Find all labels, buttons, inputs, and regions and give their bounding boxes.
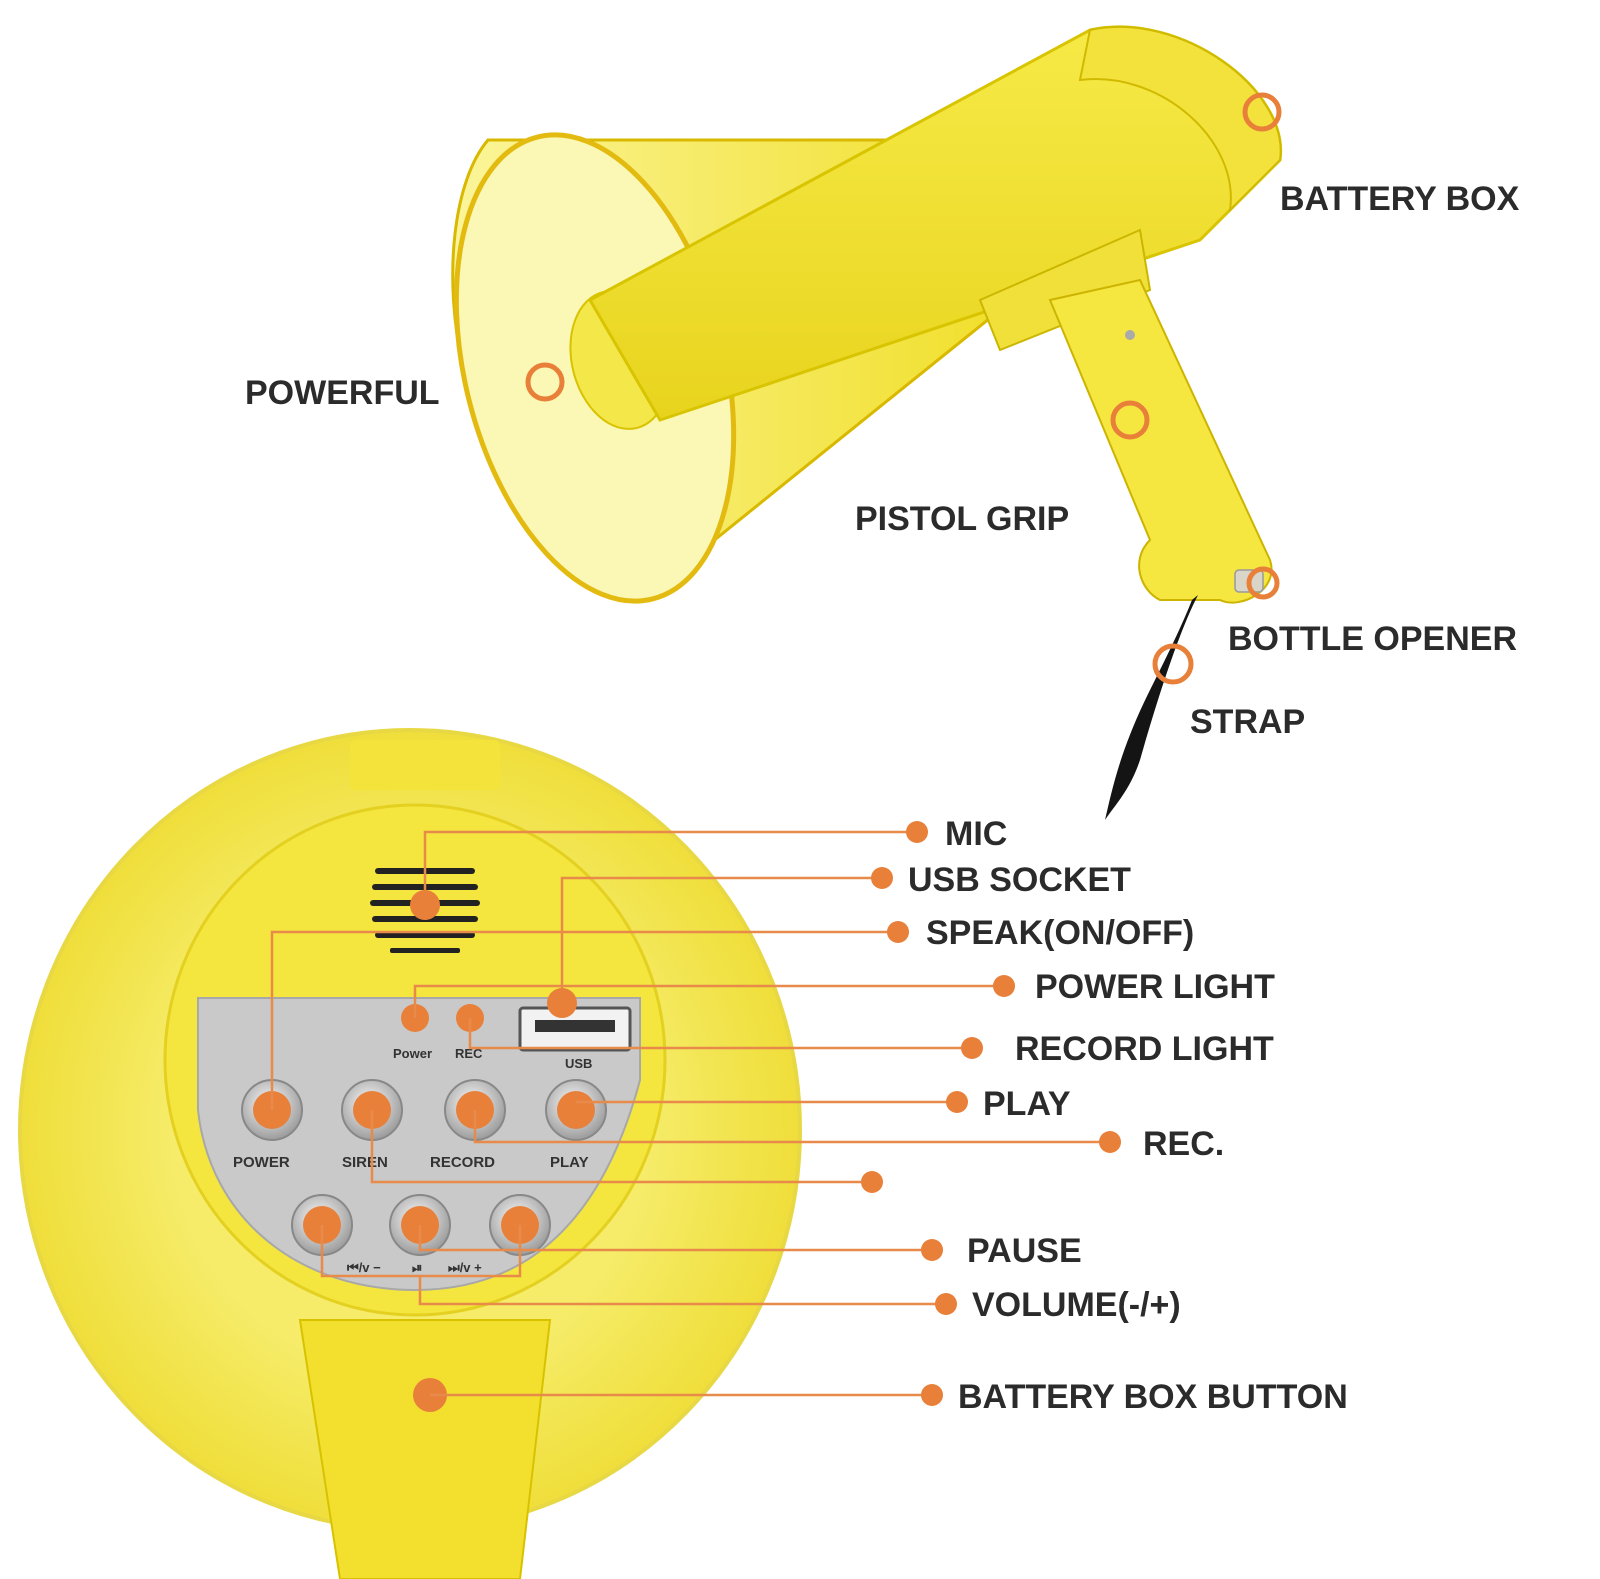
label-strap: STRAP <box>1190 703 1305 741</box>
label-battery-box: BATTERY BOX <box>1280 180 1520 218</box>
strap <box>1105 595 1198 820</box>
leader-lines <box>270 821 1121 1406</box>
record-button-label: RECORD <box>430 1154 495 1171</box>
bottom-handle <box>298 1319 552 1579</box>
powerful-marker <box>525 362 565 402</box>
play-button-label: PLAY <box>550 1154 589 1171</box>
pistol-grip <box>1048 278 1273 604</box>
next-volume-up-text: ⏭/v + <box>448 1260 482 1275</box>
bottle-opener-marker <box>1246 566 1280 600</box>
power-light-text: Power <box>393 1046 432 1061</box>
rec-light-text: REC <box>455 1046 483 1061</box>
prev-volume-down-text: ⏮/v − <box>347 1260 381 1275</box>
siren-button-label: SIREN <box>342 1154 388 1171</box>
callout-usb-socket: USB SOCKET <box>908 861 1131 899</box>
callout-play: PLAY <box>983 1085 1071 1123</box>
callout-speak: SPEAK(ON/OFF) <box>926 914 1194 952</box>
battery-end-cap <box>1078 25 1282 213</box>
usb-text: USB <box>565 1056 592 1071</box>
handle-mount <box>978 228 1152 352</box>
callout-volume: VOLUME(-/+) <box>972 1286 1181 1324</box>
label-pistol-grip: PISTOL GRIP <box>855 500 1069 538</box>
callout-mic: MIC <box>945 815 1007 853</box>
callout-power-light: POWER LIGHT <box>1035 968 1275 1006</box>
battery-box-marker <box>1242 92 1282 132</box>
strap-marker <box>1152 643 1194 685</box>
play-button[interactable] <box>545 1079 607 1141</box>
back-view-megaphone: Power REC USB POWER SIREN RECORD PLAY <box>18 728 802 1579</box>
power-button-label: POWER <box>233 1154 290 1171</box>
side-view-megaphone <box>451 25 1283 820</box>
top-tab <box>350 740 500 790</box>
pistol-grip-marker <box>1110 400 1150 440</box>
label-powerful: POWERFUL <box>245 374 440 412</box>
callout-pause: PAUSE <box>967 1232 1082 1270</box>
play-pause-text: ⏯ <box>412 1260 422 1275</box>
label-bottle-opener: BOTTLE OPENER <box>1228 620 1517 658</box>
callout-battery-box-button: BATTERY BOX BUTTON <box>958 1378 1348 1416</box>
callout-record-light: RECORD LIGHT <box>1015 1030 1274 1068</box>
grip-screw <box>1125 330 1135 340</box>
callout-rec: REC. <box>1143 1125 1224 1163</box>
